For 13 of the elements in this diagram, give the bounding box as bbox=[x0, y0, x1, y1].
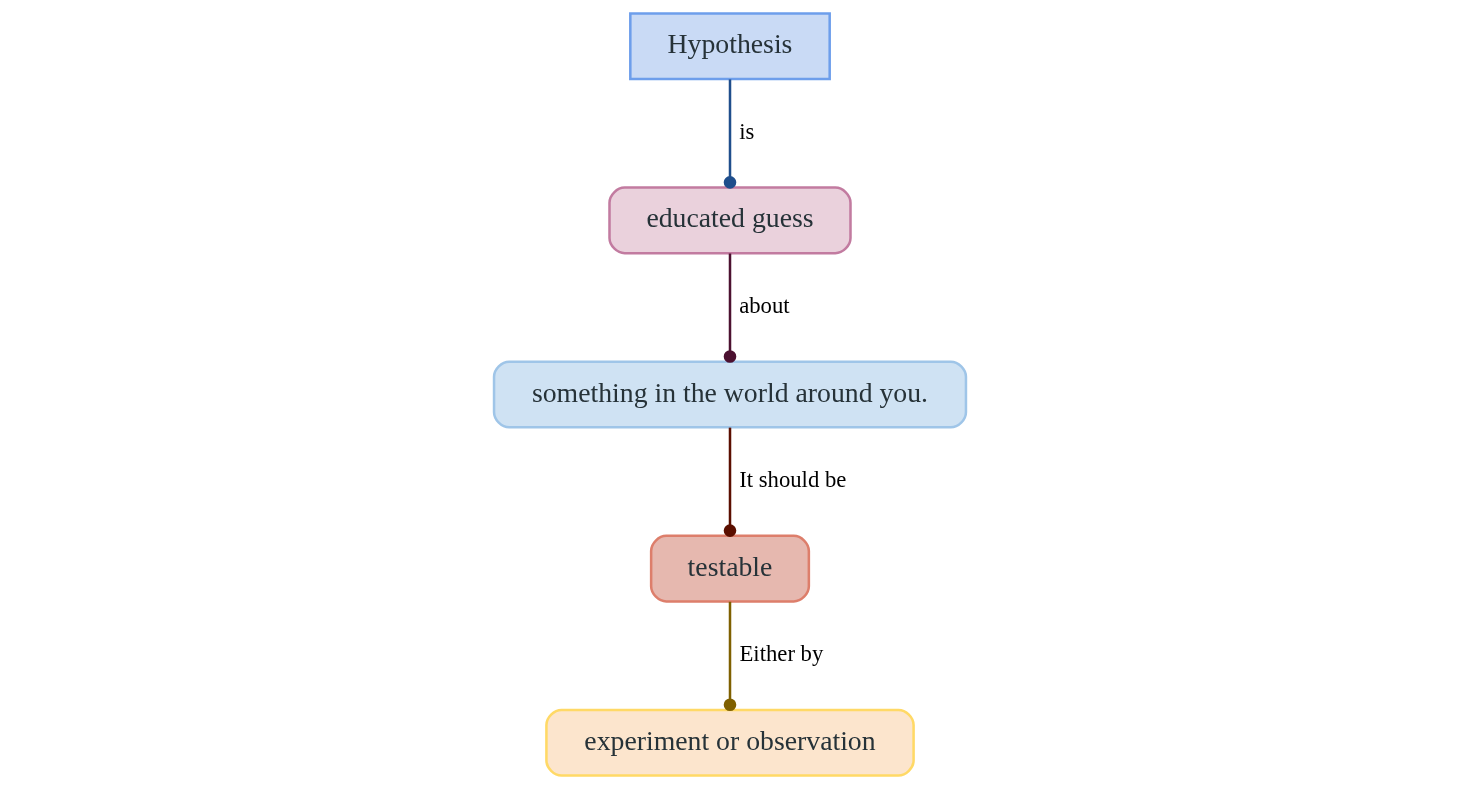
node-box: experiment or observation bbox=[545, 708, 915, 777]
node-box: Hypothesis bbox=[629, 12, 831, 81]
connector bbox=[723, 601, 737, 712]
edge-label: about bbox=[739, 292, 790, 318]
node-box: testable bbox=[649, 534, 811, 603]
edge-label: is bbox=[739, 118, 755, 144]
edge-label: It should be bbox=[739, 467, 847, 493]
connector bbox=[723, 79, 737, 189]
node-box: something in the world around you. bbox=[492, 360, 968, 429]
connector bbox=[723, 253, 737, 363]
connector bbox=[723, 427, 737, 537]
node-box: educated guess bbox=[608, 186, 852, 255]
edge-label: Either by bbox=[739, 641, 824, 667]
